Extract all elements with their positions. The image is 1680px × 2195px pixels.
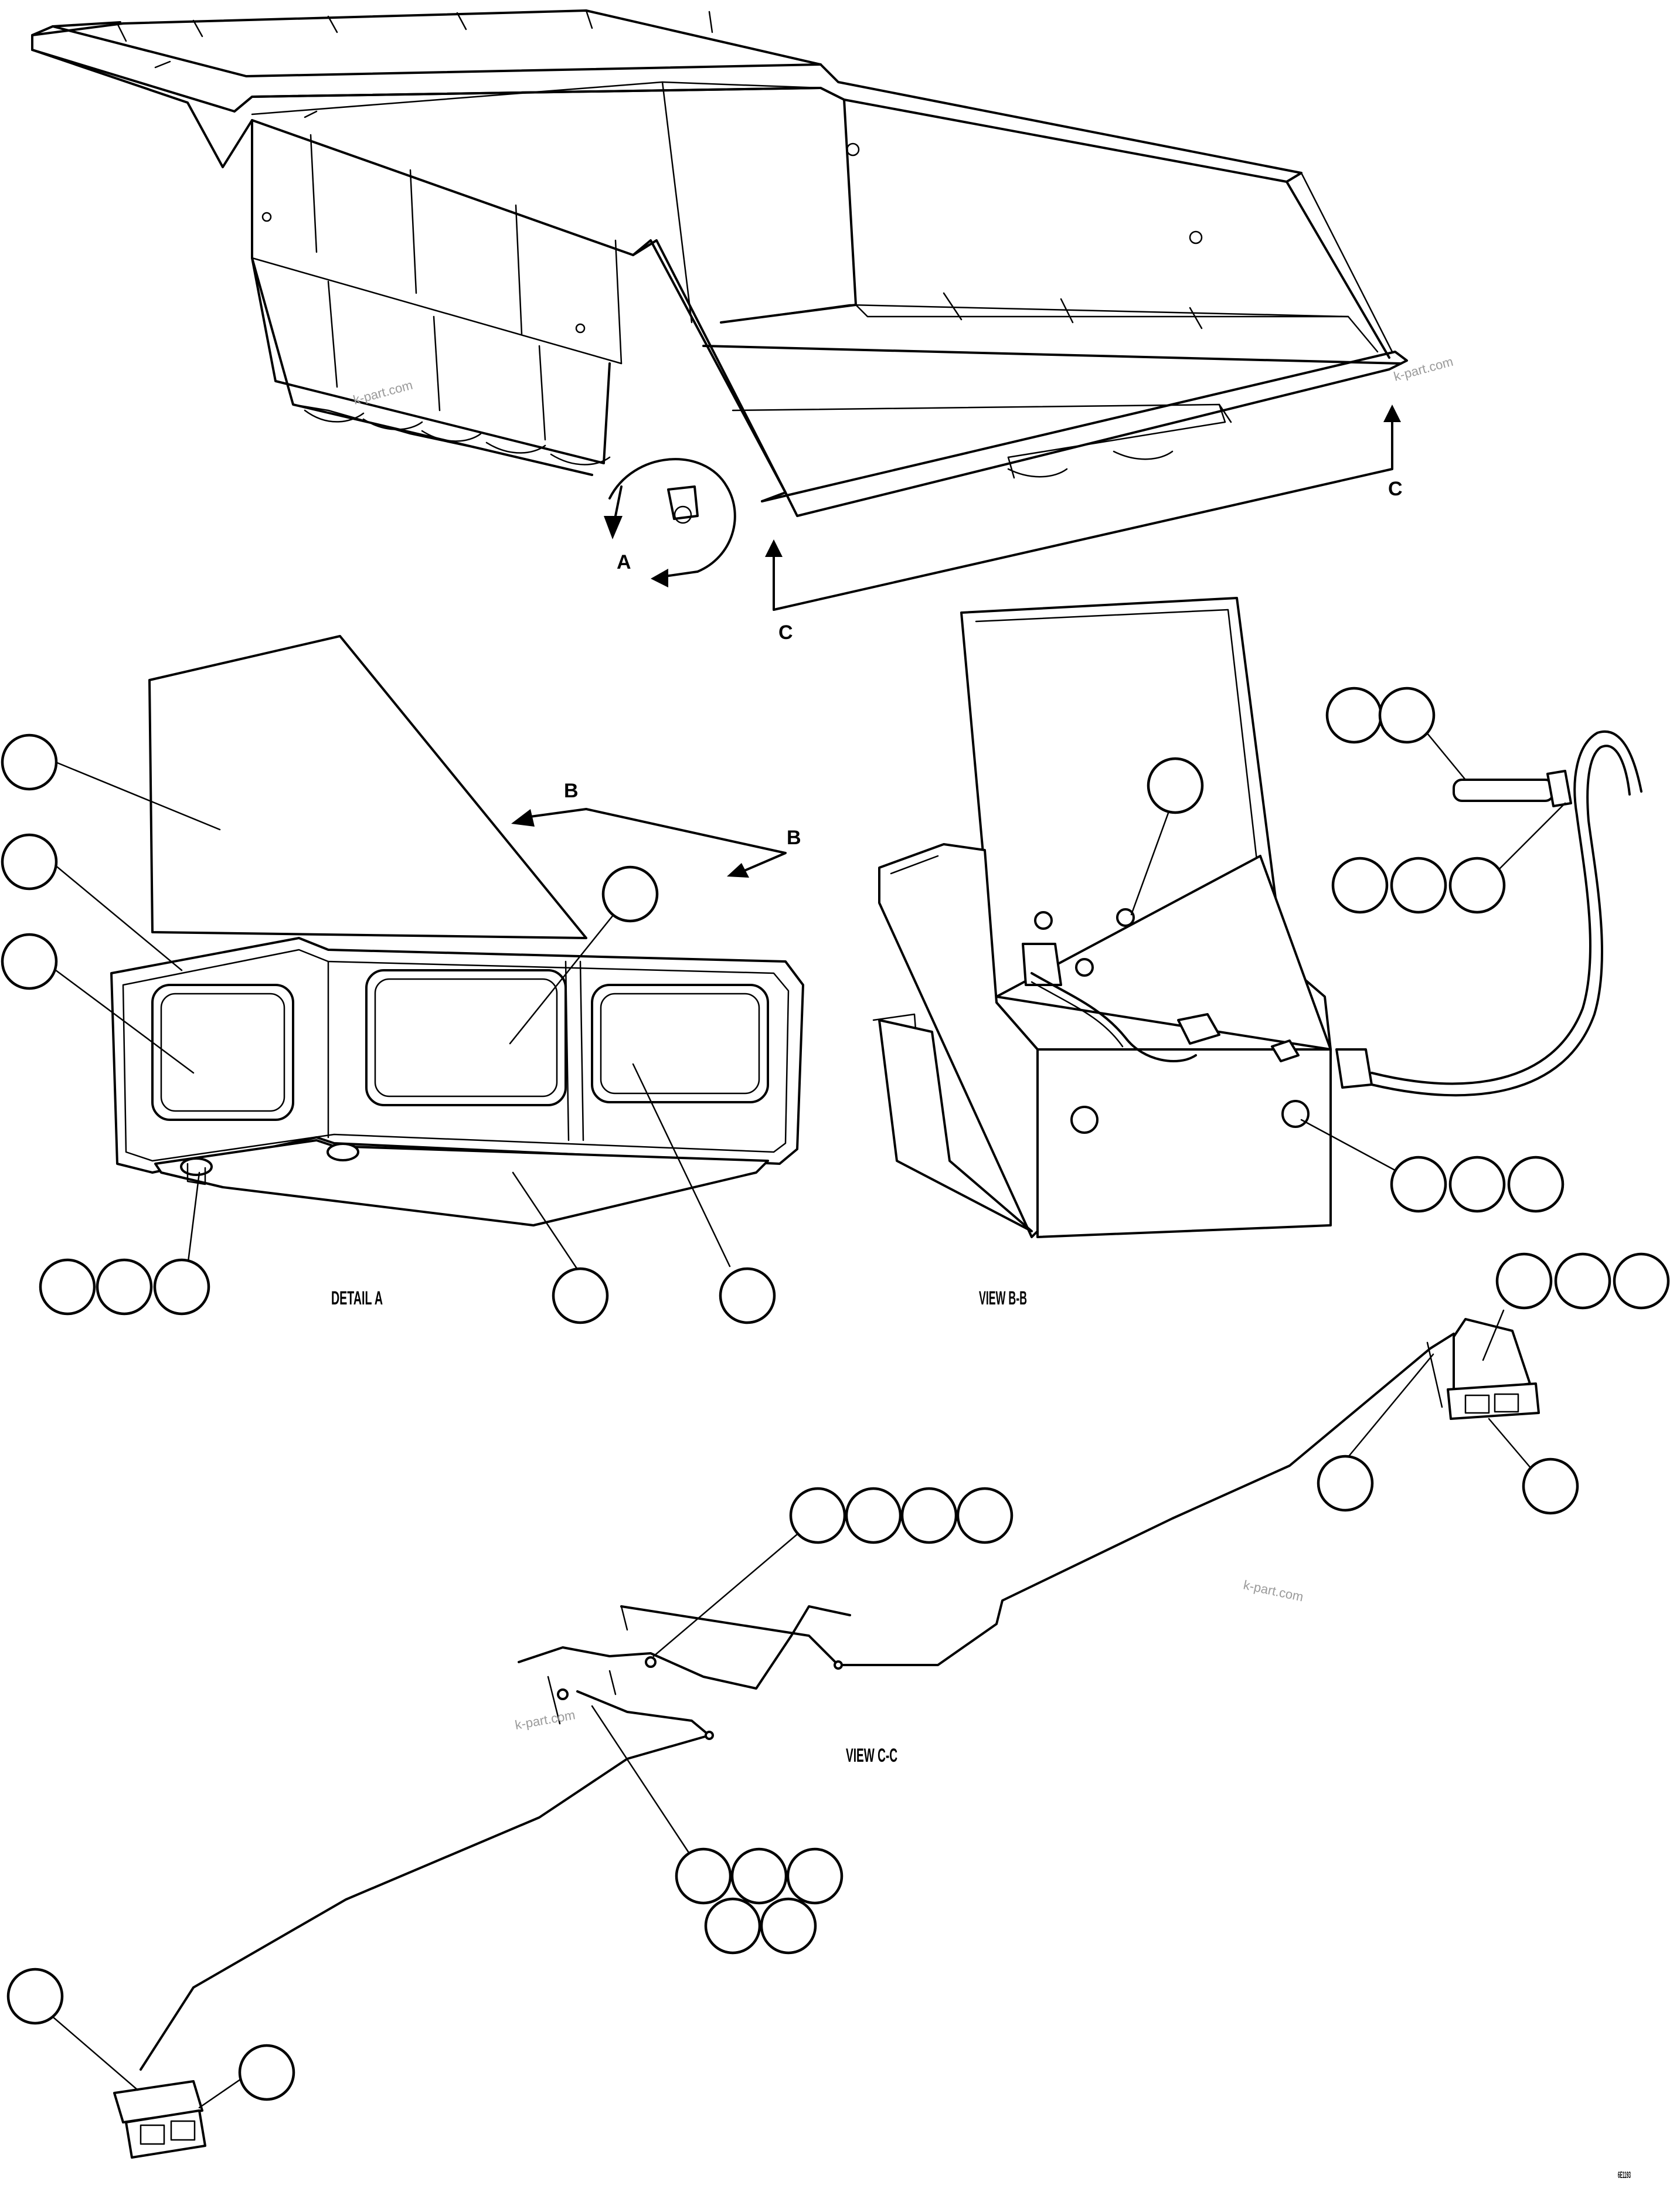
view-labels: A B B C C DETAIL A VIEW B-B VIEW C-C 6E1…: [331, 478, 1631, 2180]
callout-balloon: [1613, 1252, 1670, 1310]
callout-balloon: [1448, 857, 1506, 914]
callout-balloon: [956, 1487, 1014, 1544]
section-label-b-left: B: [564, 780, 579, 802]
detail-a-drawing: [43, 635, 804, 1270]
callout-balloon: [760, 1897, 817, 1955]
callout-balloon: [552, 1267, 609, 1324]
callout-balloon: [900, 1487, 958, 1544]
callout-balloon: [1, 733, 58, 791]
figure-id: 6E1193: [1618, 2170, 1631, 2180]
detail-a-title: DETAIL A: [331, 1287, 383, 1309]
section-label-c-right: C: [1388, 478, 1403, 500]
callout-balloon: [96, 1258, 153, 1316]
callout-balloon: [1331, 857, 1389, 914]
callout-balloon: [786, 1847, 844, 1905]
watermark-text: k-part.com: [1392, 354, 1455, 384]
section-label-b-right: B: [787, 827, 801, 849]
callout-balloon: [1390, 1156, 1447, 1213]
callout-balloon: [39, 1258, 96, 1316]
callout-balloon: [238, 2044, 295, 2101]
section-label-c-left: C: [778, 621, 793, 644]
watermark-text: k-part.com: [514, 1707, 577, 1732]
section-label-a: A: [617, 551, 631, 573]
callout-balloon: [704, 1897, 761, 1955]
callout-balloon: [845, 1487, 902, 1544]
callout-balloon: [1507, 1156, 1565, 1213]
callout-balloon: [1554, 1252, 1611, 1310]
callout-balloon: [1, 833, 58, 891]
callout-balloon: [1448, 1156, 1506, 1213]
callout-balloon: [601, 865, 659, 923]
callout-balloon: [1495, 1252, 1553, 1310]
callout-balloon: [6, 1968, 64, 2025]
watermark-text: k-part.com: [352, 378, 414, 407]
callout-balloon: [1378, 687, 1436, 744]
callout-balloon: [675, 1847, 732, 1905]
view-bb-drawing: [872, 597, 1642, 1238]
callout-balloon: [730, 1847, 788, 1905]
dump-body-drawing: [31, 9, 1408, 611]
callout-balloon: [1390, 857, 1447, 914]
callout-balloon: [1147, 757, 1204, 814]
callout-balloons: [1, 687, 1670, 2101]
callout-balloon: [1317, 1455, 1374, 1512]
view-cc-drawing: [31, 1309, 1540, 2159]
callout-balloon: [153, 1258, 210, 1316]
view-cc-title: VIEW C-C: [846, 1745, 897, 1766]
callout-balloon: [719, 1267, 776, 1324]
callout-balloon: [1325, 687, 1383, 744]
callout-balloon: [1522, 1457, 1579, 1515]
watermark-text: k-part.com: [1242, 1577, 1305, 1604]
callout-balloon: [1, 933, 58, 990]
callout-balloon: [789, 1487, 846, 1544]
view-bb-title: VIEW B-B: [979, 1287, 1027, 1309]
